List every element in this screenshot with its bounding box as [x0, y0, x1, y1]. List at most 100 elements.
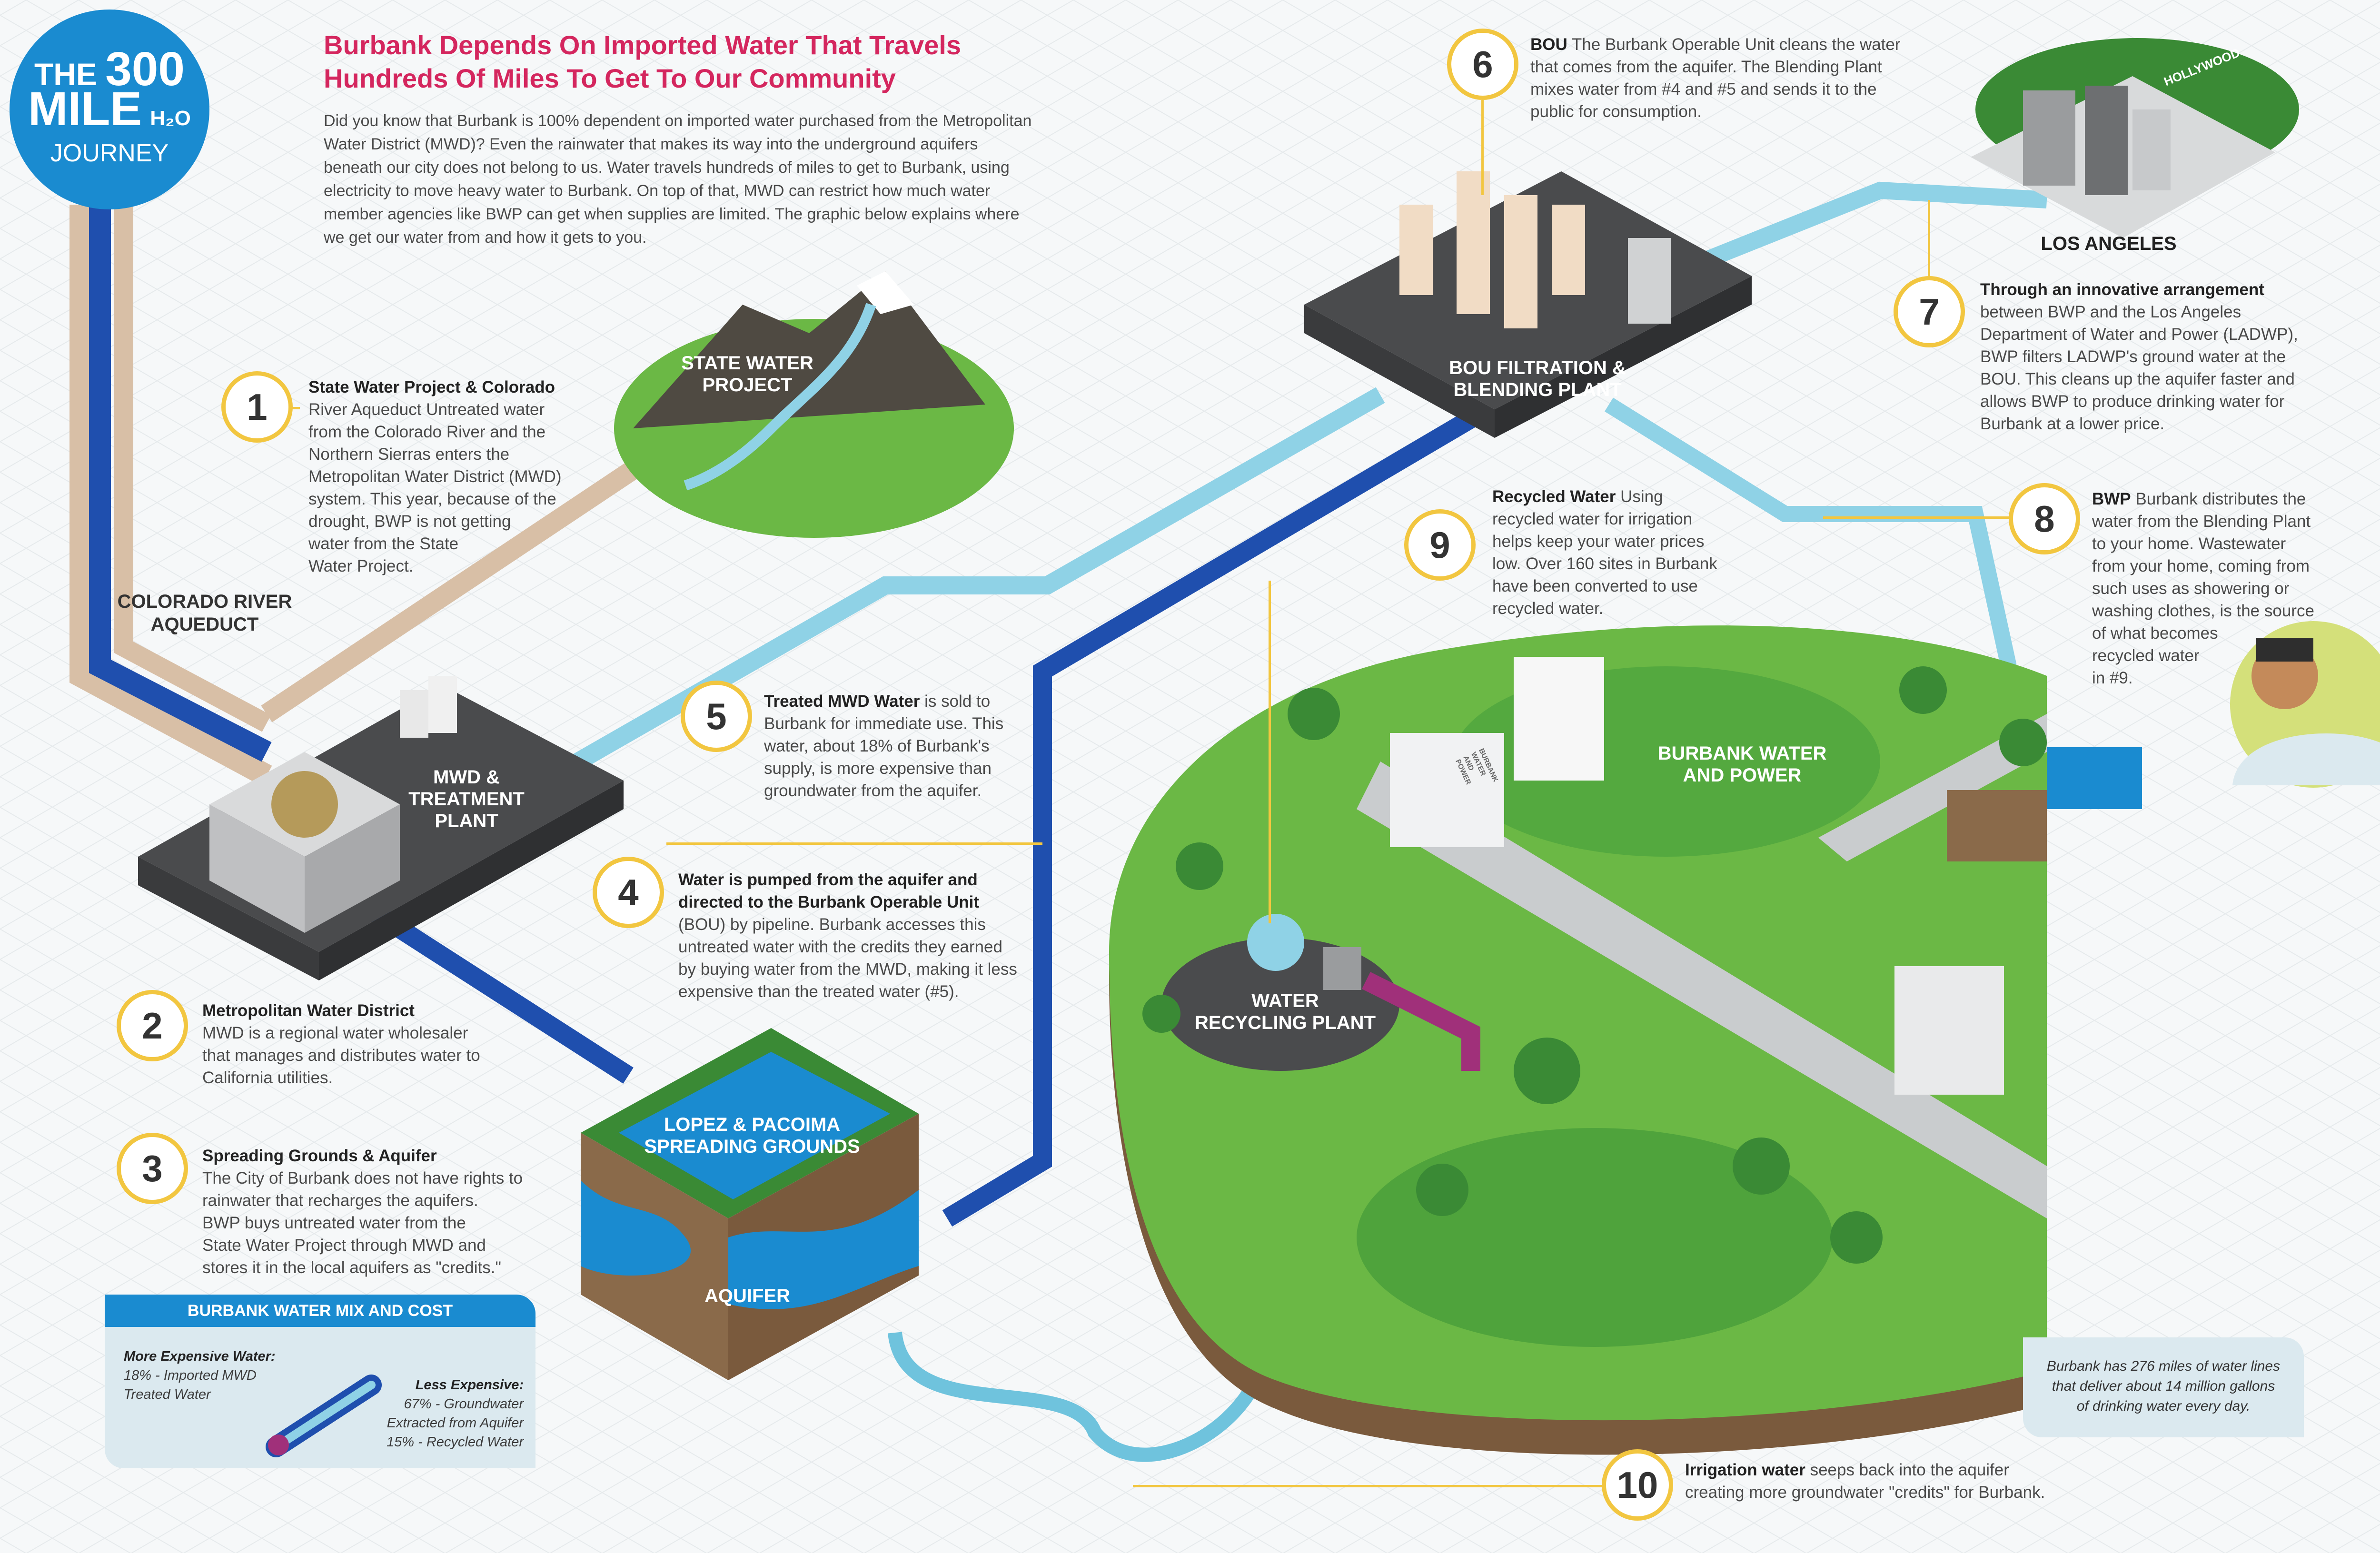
step-line: Using — [1620, 487, 1663, 506]
step-2-badge: 2 — [117, 990, 188, 1061]
aquifer-to-bou-pipe — [942, 410, 1476, 1227]
label-line: BOU FILTRATION & — [1449, 357, 1626, 378]
leader-line — [1269, 581, 1271, 923]
step-title: Through an innovative arrangement — [1980, 280, 2265, 299]
step-line: washing clothes, is the source — [2092, 602, 2314, 620]
leader-line — [1133, 1485, 1604, 1487]
less-label: Less Expensive: — [415, 1377, 524, 1393]
irrigation-seep-pipe — [888, 1332, 1273, 1462]
step-3-text: Spreading Grounds & Aquifer The City of … — [202, 1145, 564, 1279]
mix-pipe-icon — [266, 1375, 382, 1457]
step-line: that comes from the aquifer. The Blendin… — [1530, 58, 1882, 76]
label-line: RECYCLING PLANT — [1195, 1012, 1376, 1033]
logo-line2: 300 — [105, 42, 185, 96]
water-mix-box: BURBANK WATER MIX AND COST More Expensiv… — [105, 1295, 536, 1468]
step-line: stores it in the local aquifers as "cred… — [202, 1258, 501, 1277]
step-line: supply, is more expensive than — [764, 759, 992, 778]
aquifer-cube — [581, 1028, 919, 1380]
intro-paragraph: Did you know that Burbank is 100% depend… — [324, 109, 1228, 249]
label-line: COLORADO RIVER — [117, 591, 292, 612]
step-line: Metropolitan Water District (MWD) — [308, 467, 562, 486]
step-10-badge: 10 — [1602, 1449, 1673, 1521]
step-line: between BWP and the Los Angeles — [1980, 303, 2241, 321]
label-line: AND POWER — [1683, 765, 1802, 786]
step-7-text: Through an innovative arrangement betwee… — [1980, 278, 2370, 435]
intro-line: beneath our city does not belong to us. … — [324, 158, 1010, 177]
logo-line1: THE — [34, 57, 97, 92]
step-line: system. This year, because of the — [308, 490, 556, 508]
label-aquifer: AQUIFER — [704, 1286, 790, 1306]
step-4-text: Water is pumped from the aquifer and dir… — [678, 869, 1069, 1003]
step-line: allows BWP to produce drinking water for — [1980, 392, 2285, 411]
step-title: Recycled Water — [1492, 487, 1616, 506]
step-7-badge: 7 — [1894, 276, 1965, 347]
step-3-badge: 3 — [117, 1133, 188, 1204]
logo-line5: JOURNEY — [50, 139, 169, 167]
label-burbank-water-power: BURBANK WATER AND POWER — [1628, 742, 1856, 786]
label-line: PLANT — [435, 811, 498, 831]
step-title: Irrigation water — [1685, 1461, 1805, 1479]
label-los-angeles: LOS ANGELES — [2041, 233, 2177, 254]
water-mix-title: BURBANK WATER MIX AND COST — [105, 1295, 536, 1327]
step-line: water, about 18% of Burbank's — [764, 737, 990, 755]
callout-line: that deliver about 14 million gallons — [2052, 1378, 2275, 1394]
more-label: More Expensive Water: — [124, 1349, 276, 1364]
step-line: Department of Water and Power (LADWP), — [1980, 325, 2298, 344]
more-line: Treated Water — [124, 1387, 211, 1402]
step-line: is sold to — [924, 692, 991, 711]
step-line: Burbank for immediate use. This — [764, 714, 1004, 733]
step-line: from the Colorado River and the — [308, 423, 546, 441]
logo-line3: MILE — [28, 82, 142, 136]
step-line: recycled water — [2092, 646, 2200, 665]
step-line: Water Project. — [308, 557, 414, 575]
intro-line: member agencies like BWP can get when su… — [324, 205, 1020, 223]
leader-line — [666, 842, 1042, 845]
step-4-badge: 4 — [593, 857, 664, 928]
step-line: MWD is a regional water wholesaler — [202, 1024, 468, 1042]
intro-line: Water District (MWD)? Even the rainwater… — [324, 135, 978, 153]
step-line: BWP filters LADWP's ground water at the — [1980, 347, 2286, 366]
label-line: MWD & — [433, 767, 500, 788]
step-5-text: Treated MWD Water is sold to Burbank for… — [764, 690, 1069, 802]
intro-line: we get our water from and how it gets to… — [324, 228, 647, 247]
label-line: PROJECT — [702, 375, 793, 396]
label-line: STATE WATER — [681, 353, 813, 374]
label-line: SPREADING GROUNDS — [644, 1136, 860, 1157]
label-line: WATER — [1251, 990, 1319, 1011]
step-title: Water is pumped from the aquifer and — [678, 870, 978, 889]
step-line: BOU. This cleans up the aquifer faster a… — [1980, 370, 2295, 388]
step-line: helps keep your water prices — [1492, 532, 1705, 551]
step-9-badge: 9 — [1404, 509, 1476, 581]
step-8-text: BWP Burbank distributes the water from t… — [2092, 488, 2378, 689]
step-line: expensive than the treated water (#5). — [678, 982, 959, 1001]
step-line: rainwater that recharges the aquifers. — [202, 1191, 478, 1210]
recycled-line: 15% - Recycled Water — [387, 1434, 524, 1450]
colorado-aqueduct-pipe — [69, 205, 658, 786]
step-line: creating more groundwater "credits" for … — [1685, 1483, 2045, 1502]
more-expensive-block: More Expensive Water: 18% - Imported MWD… — [124, 1347, 324, 1404]
callout-text: Burbank has 276 miles of water lines tha… — [2023, 1337, 2304, 1435]
label-mwd-treatment-plant: MWD & TREATMENT PLANT — [395, 766, 538, 832]
less-line: Extracted from Aquifer — [387, 1415, 524, 1431]
step-1-badge: 1 — [221, 371, 293, 443]
intro-line: Did you know that Burbank is 100% depend… — [324, 112, 1032, 130]
page-title: Burbank Depends On Imported Water That T… — [324, 29, 1180, 95]
mwd-to-aquifer-pipe — [357, 896, 634, 1084]
less-line: 67% - Groundwater — [404, 1396, 524, 1412]
step-9-text: Recycled Water Using recycled water for … — [1492, 485, 1778, 620]
label-water-recycling-plant: WATER RECYCLING PLANT — [1185, 990, 1385, 1034]
label-line: BLENDING PLANT — [1453, 379, 1622, 400]
step-title: BOU — [1530, 35, 1567, 54]
step-line: water from the Blending Plant — [2092, 512, 2311, 531]
step-line: recycled water. — [1492, 599, 1604, 618]
step-title: State Water Project & Colorado — [308, 378, 555, 396]
step-10-text: Irrigation water seeps back into the aqu… — [1685, 1459, 2113, 1504]
step-line: mixes water from #4 and #5 and sends it … — [1530, 80, 1877, 99]
logo-line4: H₂O — [150, 107, 191, 130]
logo-badge — [10, 10, 209, 209]
step-8-badge: 8 — [2009, 483, 2080, 554]
step-line: Burbank at a lower price. — [1980, 415, 2165, 433]
step-line: from your home, coming from — [2092, 557, 2310, 575]
step-line: to your home. Wastewater — [2092, 534, 2286, 553]
